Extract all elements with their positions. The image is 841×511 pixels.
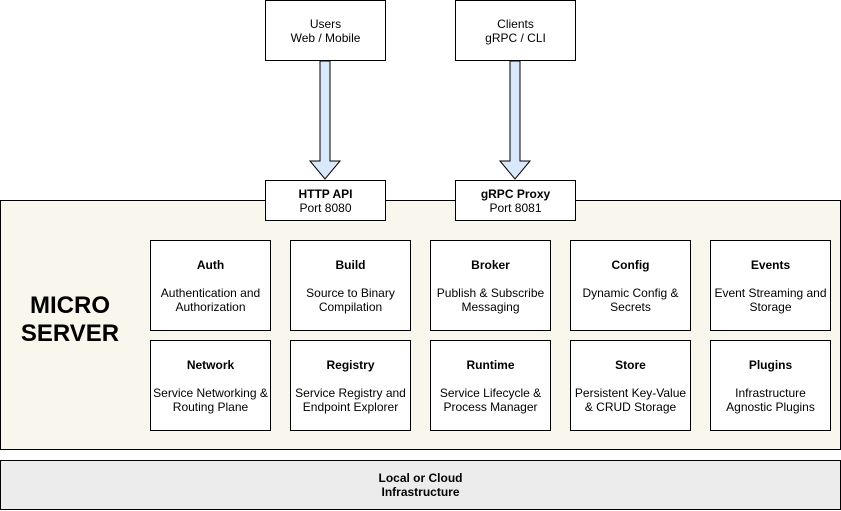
service-desc: Persistent Key-Value& CRUD Storage bbox=[574, 386, 687, 414]
server-label-line1: MICRO bbox=[30, 292, 110, 319]
service-desc: Dynamic Config &Secrets bbox=[582, 286, 679, 314]
service-title: Runtime bbox=[466, 358, 515, 372]
clients-subtitle: gRPC / CLI bbox=[485, 30, 546, 45]
infra-line2: Infrastructure bbox=[381, 485, 460, 499]
service-title: Auth bbox=[196, 258, 225, 272]
service-title: Store bbox=[615, 358, 646, 372]
server-label-line2: SERVER bbox=[20, 320, 120, 347]
grpc-proxy-title: gRPC Proxy bbox=[480, 186, 551, 201]
grpc-proxy-port: Port 8081 bbox=[489, 200, 542, 215]
service-config: Config Dynamic Config &Secrets bbox=[570, 240, 691, 331]
service-title: Broker bbox=[471, 258, 510, 272]
http-api-box: HTTP API Port 8080 bbox=[265, 180, 386, 221]
users-subtitle: Web / Mobile bbox=[290, 30, 361, 45]
users-title: Users bbox=[309, 16, 342, 31]
service-network: Network Service Networking &Routing Plan… bbox=[150, 340, 271, 431]
infrastructure-bar: Local or Cloud Infrastructure bbox=[0, 460, 841, 510]
service-runtime: Runtime Service Lifecycle &Process Manag… bbox=[430, 340, 551, 431]
service-desc: Service Lifecycle &Process Manager bbox=[439, 386, 542, 414]
clients-box: Clients gRPC / CLI bbox=[455, 0, 576, 61]
service-store: Store Persistent Key-Value& CRUD Storage bbox=[570, 340, 691, 431]
infra-line1: Local or Cloud bbox=[378, 471, 463, 485]
service-desc: Service Networking &Routing Plane bbox=[153, 386, 268, 414]
users-to-http-arrow bbox=[308, 60, 342, 180]
service-title: Build bbox=[335, 258, 366, 272]
http-api-port: Port 8080 bbox=[299, 200, 352, 215]
service-title: Registry bbox=[326, 358, 375, 372]
clients-to-grpc-arrow bbox=[498, 60, 532, 180]
service-title: Config bbox=[611, 258, 650, 272]
clients-title: Clients bbox=[497, 16, 534, 31]
service-title: Events bbox=[750, 258, 791, 272]
grpc-proxy-box: gRPC Proxy Port 8081 bbox=[455, 180, 576, 221]
http-api-title: HTTP API bbox=[298, 186, 353, 201]
service-title: Plugins bbox=[748, 358, 793, 372]
service-title: Network bbox=[186, 358, 235, 372]
micro-server-label: MICRO SERVER bbox=[10, 292, 130, 348]
users-box: Users Web / Mobile bbox=[265, 0, 386, 61]
micro-server-panel bbox=[0, 200, 841, 450]
